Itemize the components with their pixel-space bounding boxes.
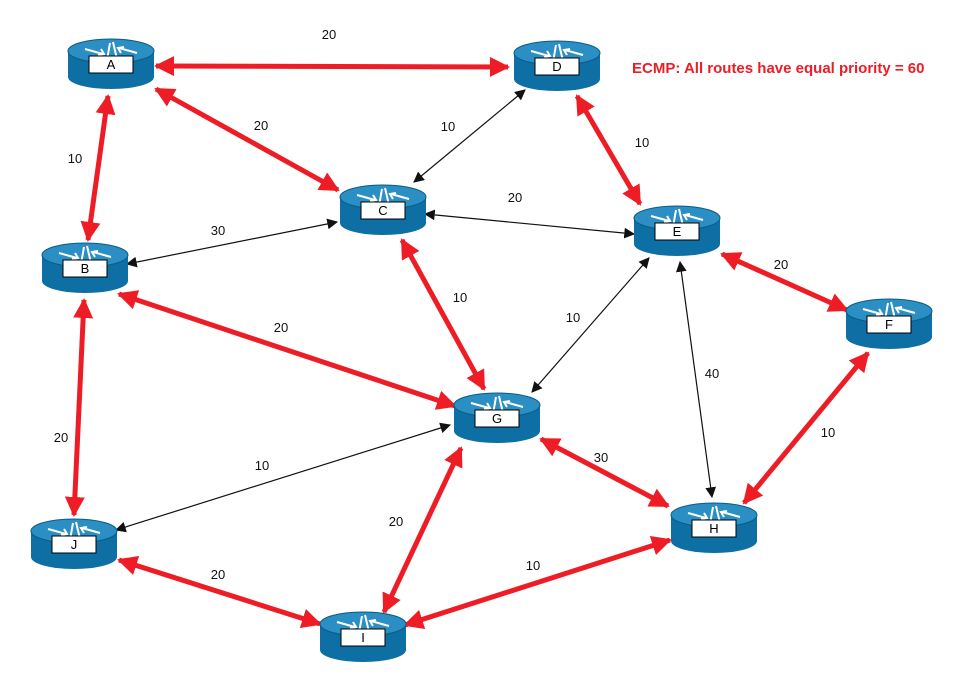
link-d-e (574, 94, 643, 206)
link-d-c (413, 89, 526, 183)
router-label-a: A (107, 57, 116, 72)
router-label-g: G (492, 411, 502, 426)
router-label-b: B (81, 261, 90, 276)
link-b-j (64, 298, 94, 517)
cost-label-g-h: 30 (594, 450, 608, 465)
router-label-f: F (885, 317, 893, 332)
link-i-h (403, 535, 672, 630)
link-e-f (720, 251, 849, 313)
link-f-h (742, 351, 870, 505)
cost-label-d-c: 10 (441, 119, 455, 134)
cost-label-a-c: 20 (254, 118, 268, 133)
router-i[interactable]: I (319, 611, 407, 662)
link-b-g (117, 290, 457, 410)
router-d[interactable]: D (513, 40, 601, 91)
router-f[interactable]: F (845, 298, 933, 349)
link-e-h (675, 260, 717, 499)
cost-label-b-g: 20 (274, 320, 288, 335)
router-j[interactable]: J (30, 518, 118, 569)
router-g[interactable]: G (453, 392, 541, 443)
link-c-g (399, 238, 487, 391)
router-h[interactable]: H (670, 502, 758, 553)
link-g-j (114, 422, 452, 533)
cost-label-e-h: 40 (705, 366, 719, 381)
cost-label-d-e: 10 (635, 135, 649, 150)
router-label-c: C (378, 203, 387, 218)
router-icon (862, 301, 916, 321)
cost-label-g-j: 10 (255, 458, 269, 473)
router-label-j: J (71, 537, 78, 552)
cost-label-f-h: 10 (821, 425, 835, 440)
routers-layer: A B C D E F G H I J (30, 38, 933, 662)
router-a[interactable]: A (67, 38, 155, 89)
cost-label-e-g: 10 (566, 310, 580, 325)
cost-label-c-g: 10 (453, 290, 467, 305)
router-label-i: I (361, 630, 365, 645)
cost-label-c-b: 30 (211, 223, 225, 238)
cost-label-c-e: 20 (508, 190, 522, 205)
router-icon (47, 521, 101, 541)
router-label-d: D (552, 59, 561, 74)
link-j-i (117, 555, 322, 629)
link-a-b (80, 94, 116, 242)
cost-label-a-d: 20 (322, 27, 336, 42)
cost-label-i-h: 10 (526, 558, 540, 573)
link-a-c (154, 86, 340, 193)
cost-label-b-j: 20 (54, 430, 68, 445)
link-g-h (539, 436, 670, 509)
cost-labels-layer: 20 20 10 10 10 20 30 10 20 10 20 40 10 20 10 30 20 20 10 (54, 27, 835, 582)
link-a-d (154, 56, 510, 77)
link-e-g (531, 257, 650, 393)
router-b[interactable]: B (41, 242, 129, 293)
cost-label-g-i: 20 (389, 514, 403, 529)
links-layer (64, 56, 870, 630)
router-label-e: E (673, 224, 682, 239)
link-g-i (381, 446, 464, 614)
link-c-e (423, 209, 636, 239)
router-label-h: H (709, 521, 718, 536)
cost-label-e-f: 20 (774, 257, 788, 272)
link-c-b (125, 218, 339, 268)
ecmp-note: ECMP: All routes have equal priority = 6… (632, 60, 924, 77)
router-icon (336, 614, 390, 634)
router-c[interactable]: C (339, 184, 427, 235)
router-e[interactable]: E (633, 205, 721, 256)
cost-label-a-b: 10 (68, 151, 82, 166)
router-icon (650, 208, 704, 228)
cost-label-j-i: 20 (211, 567, 225, 582)
